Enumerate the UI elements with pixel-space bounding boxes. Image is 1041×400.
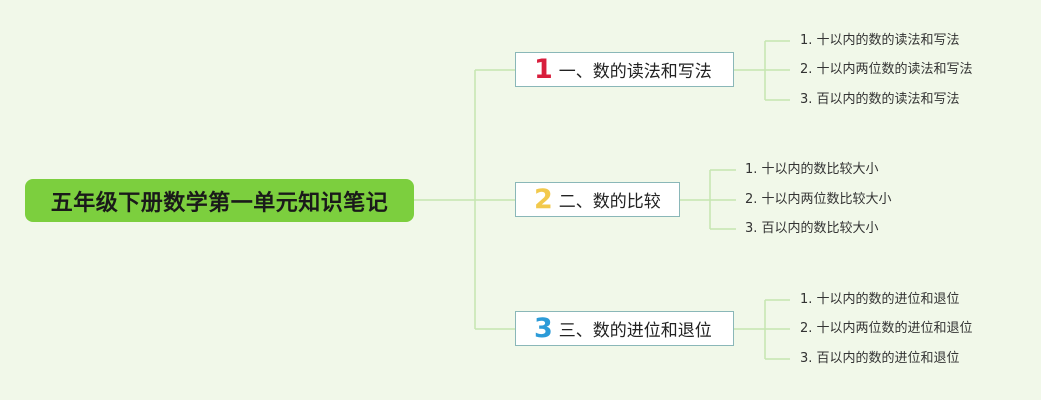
leaf-2-2[interactable]: 2. 十以内两位数比较大小 — [745, 192, 892, 207]
leaf-3-2[interactable]: 2. 十以内两位数的进位和退位 — [800, 321, 973, 336]
number-3-icon: 3 — [534, 313, 553, 344]
leaf-2-3[interactable]: 3. 百以内的数比较大小 — [745, 221, 879, 236]
branch-1-node[interactable]: 1 一、数的读法和写法 — [515, 52, 734, 87]
branch-1-label: 一、数的读法和写法 — [558, 62, 712, 82]
number-1-icon: 1 — [534, 54, 553, 85]
leaf-2-1[interactable]: 1. 十以内的数比较大小 — [745, 162, 879, 177]
branch-3-label: 三、数的进位和退位 — [558, 321, 712, 341]
leaf-1-2[interactable]: 2. 十以内两位数的读法和写法 — [800, 62, 973, 77]
leaf-3-1[interactable]: 1. 十以内的数的进位和退位 — [800, 292, 960, 307]
root-node[interactable]: 五年级下册数学第一单元知识笔记 — [25, 179, 414, 222]
leaf-1-3[interactable]: 3. 百以内的数的读法和写法 — [800, 92, 960, 107]
root-title: 五年级下册数学第一单元知识笔记 — [50, 190, 389, 216]
number-2-icon: 2 — [534, 184, 553, 215]
branch-2-label: 二、数的比较 — [558, 192, 661, 212]
leaf-3-3[interactable]: 3. 百以内的数的进位和退位 — [800, 351, 960, 366]
leaf-1-1[interactable]: 1. 十以内的数的读法和写法 — [800, 33, 960, 48]
branch-3-node[interactable]: 3 三、数的进位和退位 — [515, 311, 734, 346]
branch-2-node[interactable]: 2 二、数的比较 — [515, 182, 680, 217]
